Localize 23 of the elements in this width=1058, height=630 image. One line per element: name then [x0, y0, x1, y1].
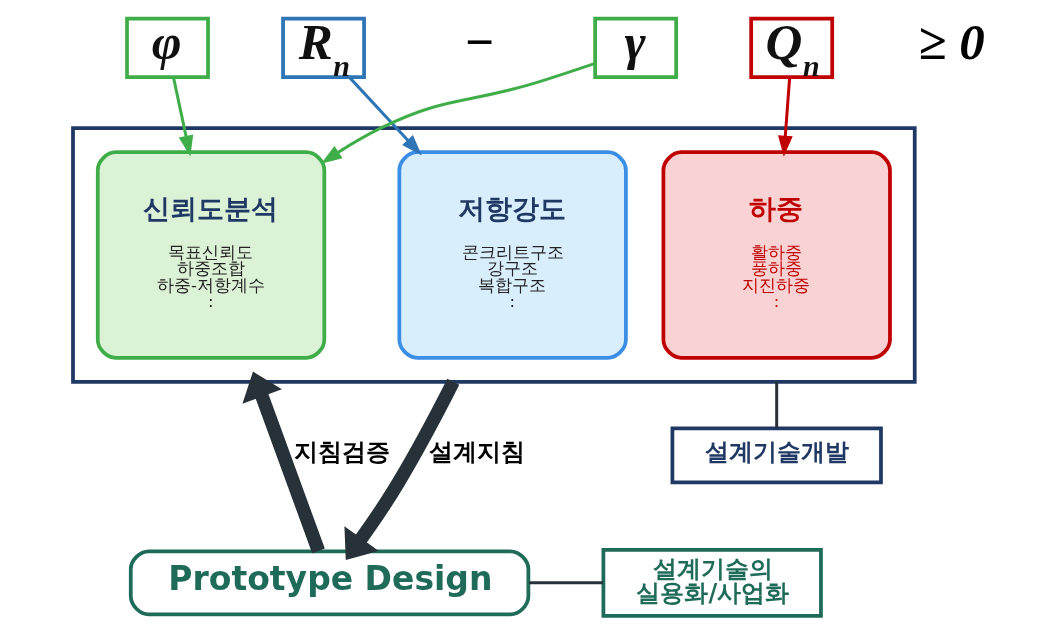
label: ≥ 0: [917, 14, 985, 71]
arrow: [241, 371, 325, 554]
cluster: [70, 126, 917, 384]
edge-label: 지침검증: [293, 437, 390, 466]
node-box: R$_{n}$: [280, 16, 366, 80]
arrow: [777, 77, 793, 157]
connector: [528, 581, 603, 585]
node-box: γ: [592, 16, 678, 80]
node-box: 하중 활하중 풍하중 지진하중 :: [661, 150, 892, 360]
node-box: Q$_{n}$: [748, 16, 834, 80]
arrow: [171, 77, 193, 157]
connector: [774, 381, 778, 429]
node-box: 신뢰도분석 목표신뢰도 하중조합 하중-저항계수 :: [95, 150, 326, 360]
node-box: 설계기술의 실용화/사업화: [601, 547, 823, 618]
label: −: [463, 14, 495, 71]
arrow: [343, 378, 459, 561]
arrow: [320, 62, 596, 164]
edge-label: 설계지침: [428, 437, 525, 466]
node-box: φ: [124, 16, 210, 80]
node-box: 저항강도 콘크리트구조 강구조 복합구조 :: [396, 150, 628, 360]
node-box: Prototype Design: [128, 549, 530, 617]
node-box: 설계기술개발: [670, 426, 883, 485]
arrow: [347, 76, 422, 156]
